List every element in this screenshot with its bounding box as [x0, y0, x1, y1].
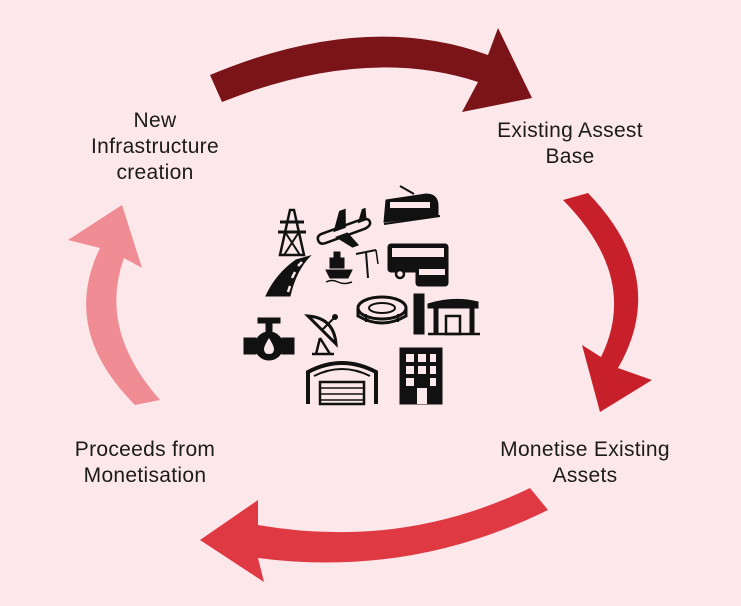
port-ship-icon	[325, 249, 379, 285]
stage-label-proceeds-from-monetisation: Proceeds from Monetisation	[20, 437, 270, 489]
arrow-monetise-to-proceeds	[200, 488, 548, 582]
arrow-existing-to-monetise	[563, 193, 652, 412]
stage-line: New	[133, 109, 177, 132]
stage-line: Monetisation	[83, 464, 207, 487]
stage-label-monetise-existing-assets: Monetise Existing Assets	[440, 437, 730, 489]
stage-line: Infrastructure	[91, 135, 219, 158]
stage-label-new-infrastructure: New Infrastructure creation	[40, 108, 270, 186]
stage-line: Assets	[552, 464, 618, 487]
bus-icon	[387, 243, 449, 287]
arrow-proceeds-to-new	[68, 205, 160, 405]
stage-line: Existing Assest	[497, 119, 643, 142]
stadium-icon	[356, 295, 408, 325]
road-icon	[265, 254, 312, 297]
stage-line: Proceeds from	[74, 438, 216, 461]
train-icon	[383, 185, 441, 225]
satellite-dish-icon	[304, 314, 338, 356]
water-pipe-icon	[243, 317, 295, 361]
arrow-new-to-existing	[210, 28, 532, 112]
fuel-station-icon	[413, 293, 480, 336]
stage-line: Base	[545, 145, 595, 168]
airplane-icon	[316, 207, 372, 248]
stage-line: creation	[116, 161, 194, 184]
asset-icons	[243, 185, 480, 406]
transmission-tower-icon	[278, 208, 306, 257]
stage-label-existing-asset-base: Existing Assest Base	[440, 118, 700, 170]
building-icon	[399, 347, 443, 405]
warehouse-icon	[306, 361, 378, 406]
stage-line: Monetise Existing	[500, 438, 670, 461]
